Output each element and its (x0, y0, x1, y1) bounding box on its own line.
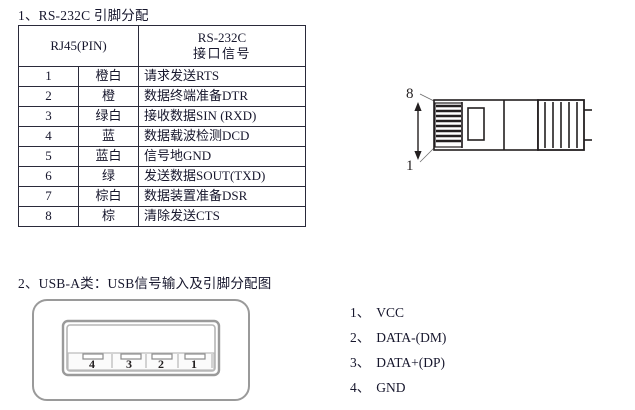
header-signal-line2: 接口信号 (192, 46, 251, 61)
rj45-boot-ribs (544, 102, 578, 148)
cell-signal-name: 接收数据SIN (RXD) (138, 106, 306, 127)
usb-a-port-diagram: 4 3 2 1 (30, 296, 256, 404)
usb-contact-pads (82, 353, 206, 360)
cell-pin-number: 5 (18, 146, 79, 167)
usb-pinout-item: 2、 DATA-(DM) (350, 325, 550, 350)
cell-pin-number: 8 (18, 206, 79, 227)
usb-pinout-item: 1、 VCC (350, 300, 550, 325)
usb-pin-label-3: 3 (126, 357, 132, 371)
cell-wire-color: 橙白 (78, 66, 139, 87)
cell-signal-name: 数据装置准备DSR (138, 186, 306, 207)
cell-wire-color: 绿白 (78, 106, 139, 127)
cell-wire-color: 棕 (78, 206, 139, 227)
header-rj45-pin: RJ45(PIN) (18, 25, 139, 67)
usb-pinout-label: DATA-(DM) (376, 330, 447, 345)
cell-pin-number: 3 (18, 106, 79, 127)
table-header-row: RJ45(PIN) RS-232C 接口信号 (18, 25, 306, 67)
cell-wire-color: 绿 (78, 166, 139, 187)
usb-pinout-number: 2、 (350, 330, 371, 345)
cell-signal-name: 数据终端准备DTR (138, 86, 306, 107)
cell-pin-number: 1 (18, 66, 79, 87)
rj45-label-pin1: 1 (406, 158, 414, 174)
usb-pinout-label: DATA+(DP) (376, 355, 446, 370)
rj45-label-pin8: 8 (406, 86, 414, 102)
section-heading-rs232: 1、RS-232C 引脚分配 (18, 8, 149, 23)
header-rs232-signal: RS-232C 接口信号 (138, 25, 306, 67)
cell-wire-color: 蓝白 (78, 146, 139, 167)
cell-pin-number: 7 (18, 186, 79, 207)
section-heading-usb: 2、USB-A类：USB信号输入及引脚分配图 (18, 276, 272, 291)
cell-signal-name: 请求发送RTS (138, 66, 306, 87)
usb-pinout-item: 4、 GND (350, 375, 550, 400)
rj45-connector-diagram: 8 1 (404, 82, 619, 177)
cell-wire-color: 橙 (78, 86, 139, 107)
usb-pinout-label: VCC (376, 305, 405, 320)
usb-pinout-legend: 1、 VCC 2、 DATA-(DM) 3、 DATA+(DP) 4、 GND (350, 300, 550, 400)
usb-pin-numbers: 4 3 2 1 (89, 357, 197, 371)
usb-pin-label-4: 4 (89, 357, 95, 371)
usb-pin-label-1: 1 (191, 357, 197, 371)
header-signal-line1: RS-232C (197, 29, 247, 45)
cell-signal-name: 发送数据SOUT(TXD) (138, 166, 306, 187)
rj45-contact-pins (436, 104, 461, 143)
usb-pinout-item: 3、 DATA+(DP) (350, 350, 550, 375)
cell-pin-number: 6 (18, 166, 79, 187)
cell-wire-color: 蓝 (78, 126, 139, 147)
cell-pin-number: 4 (18, 126, 79, 147)
cell-signal-name: 数据载波检测DCD (138, 126, 306, 147)
usb-pinout-number: 1、 (350, 305, 371, 320)
cell-wire-color: 棕白 (78, 186, 139, 207)
usb-pinout-label: GND (376, 380, 406, 395)
usb-pinout-number: 4、 (350, 380, 371, 395)
cell-signal-name: 信号地GND (138, 146, 306, 167)
usb-pinout-number: 3、 (350, 355, 371, 370)
usb-pin-label-2: 2 (158, 357, 164, 371)
cell-signal-name: 清除发送CTS (138, 206, 306, 227)
cell-pin-number: 2 (18, 86, 79, 107)
